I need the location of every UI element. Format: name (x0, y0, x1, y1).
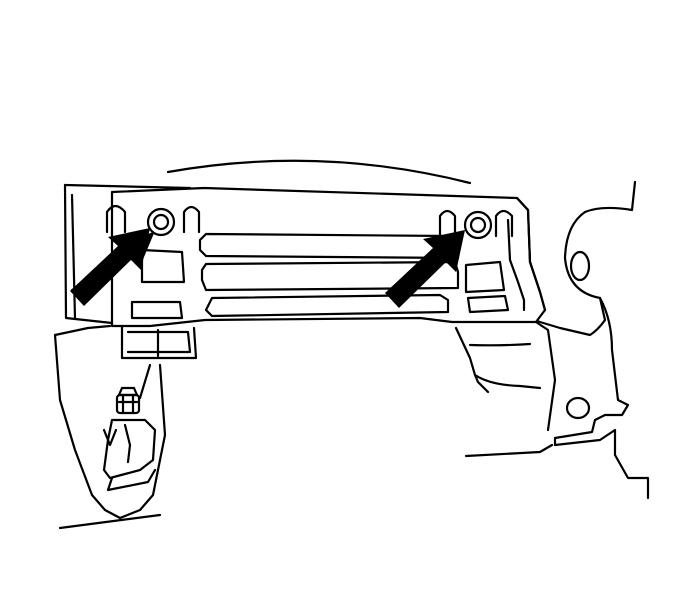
back-panel (63, 183, 192, 325)
arrow-icon (70, 228, 154, 306)
left-nut (146, 207, 176, 237)
left-lower-structure (53, 324, 167, 530)
arrow-icon (385, 230, 465, 308)
main-bracket (105, 186, 547, 328)
dash-arc (166, 159, 472, 185)
right-structure (454, 180, 650, 500)
lower-tabs (120, 323, 198, 360)
right-hole (569, 250, 591, 282)
right-boss (565, 396, 591, 420)
right-nut (463, 210, 493, 240)
lower-nut (115, 393, 141, 415)
